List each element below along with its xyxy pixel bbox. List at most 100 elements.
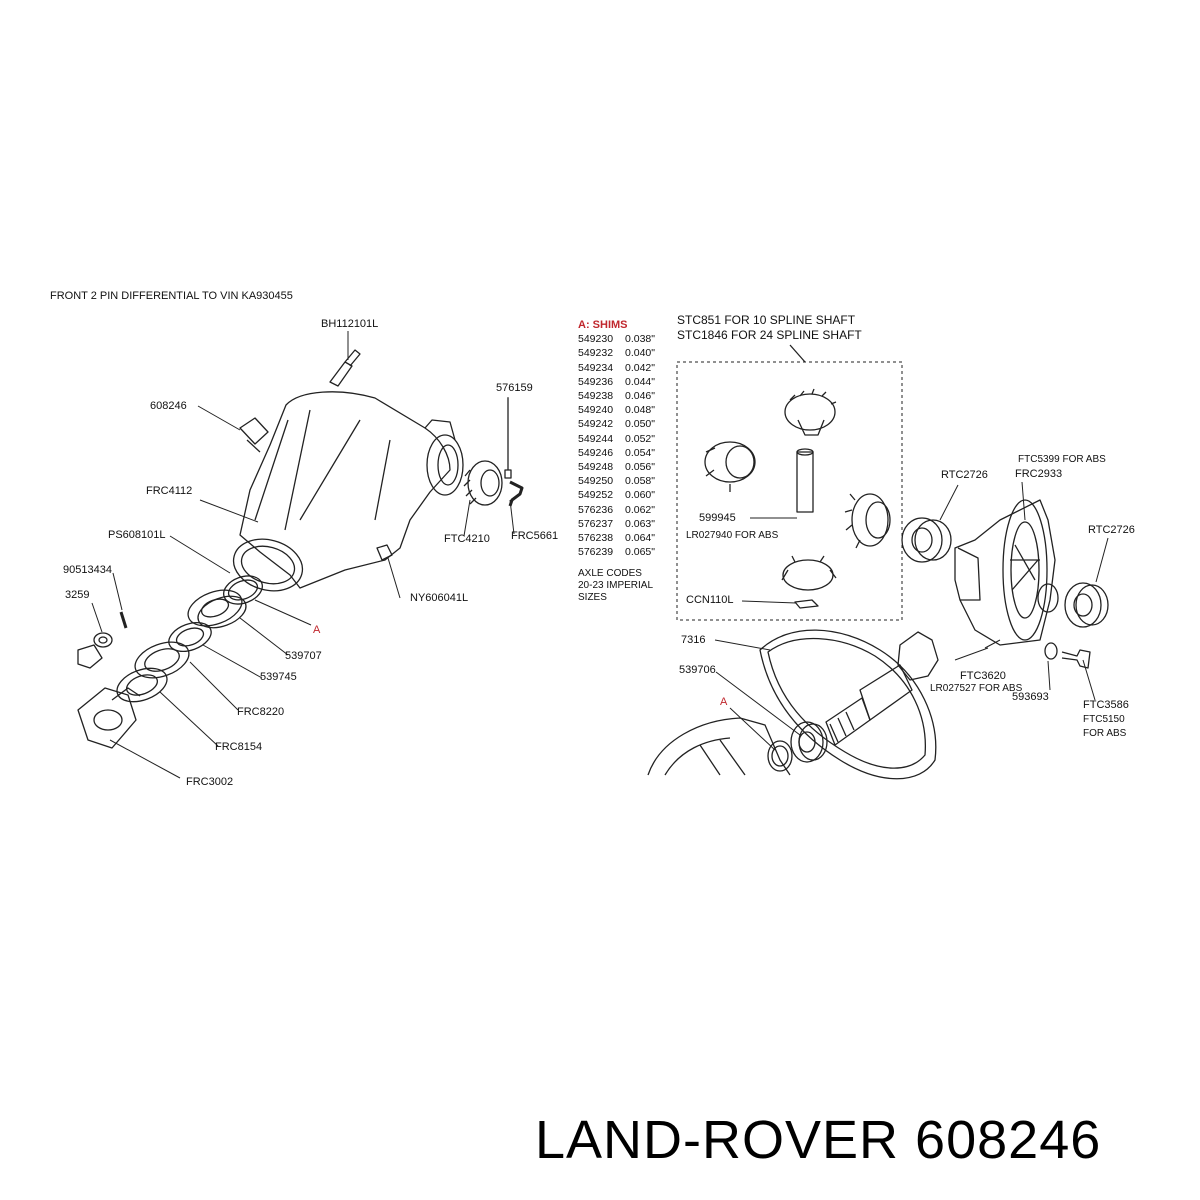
shim-code: 549242 — [578, 418, 614, 431]
part-label-7316: 7316 — [681, 634, 706, 646]
shim-size: 0.060" — [625, 489, 656, 502]
brand-caption: LAND-ROVER 608246 — [535, 1110, 1102, 1170]
crown-gear-small-drawing — [463, 460, 503, 506]
shim-size: 0.064" — [625, 532, 656, 545]
shim-row: 549230 0.038" — [578, 332, 655, 346]
shim-code: 549236 — [578, 375, 614, 388]
shim-row: 576238 0.064" — [578, 531, 655, 545]
shim-row: 549232 0.040" — [578, 346, 655, 360]
shim-size: 0.048" — [625, 404, 656, 417]
part-label-frc2933: FRC2933 — [1015, 468, 1063, 480]
shim-row: 576237 0.063" — [578, 517, 655, 531]
shim-row: 549246 0.054" — [578, 446, 655, 460]
spline-note-line: STC851 FOR 10 SPLINE SHAFT — [677, 313, 856, 327]
part-label-lr027940: LR027940 FOR ABS — [686, 530, 779, 541]
spline-shaft-note: STC851 FOR 10 SPLINE SHAFT STC1846 FOR 2… — [677, 313, 862, 343]
shim-row: 576239 0.065" — [578, 545, 655, 559]
part-label-599945: 599945 — [699, 512, 736, 524]
part-label-rtc2726-right: RTC2726 — [1088, 524, 1135, 536]
part-label-lr027527: LR027527 FOR ABS — [930, 683, 1023, 694]
part-label-ftc3620: FTC3620 — [960, 670, 1006, 682]
part-label-frc3002: FRC3002 — [186, 776, 234, 788]
shim-size: 0.062" — [625, 503, 656, 516]
part-label-539707: 539707 — [285, 650, 322, 662]
part-label-for-abs: FOR ABS — [1083, 728, 1127, 739]
part-label-ftc3586: FTC3586 — [1083, 699, 1129, 711]
part-label-593693: 593693 — [1012, 691, 1049, 703]
part-label-rtc2726-left: RTC2726 — [941, 469, 988, 481]
diagram-title: FRONT 2 PIN DIFFERENTIAL TO VIN KA930455 — [50, 290, 293, 302]
shim-row: 549242 0.050" — [578, 417, 655, 431]
shim-size: 0.063" — [625, 517, 656, 530]
crown-wheel-drawing — [954, 499, 1059, 646]
spider-gear-top-drawing — [784, 388, 837, 436]
shims-table: A: SHIMS 549230 0.038" 549232 0.040" 549234 0… — [578, 318, 655, 559]
part-label-ccn110l: CCN110L — [686, 594, 734, 606]
part-label-3259: 3259 — [65, 589, 90, 601]
part-label-608246: 608246 — [150, 400, 187, 412]
part-label-frc8220: FRC8220 — [237, 706, 285, 718]
axle-codes-note: AXLE CODES 20-23 IMPERIAL SIZES — [578, 568, 653, 604]
shim-marker-a: A — [313, 624, 321, 636]
shim-code: 549250 — [578, 475, 614, 488]
part-label-539745: 539745 — [260, 671, 297, 683]
axle-note-line: SIZES — [578, 592, 607, 603]
axle-note-line: AXLE CODES — [578, 568, 642, 579]
shim-size: 0.040" — [625, 347, 656, 360]
shim-code: 549232 — [578, 347, 614, 360]
spider-gear-bottom-drawing — [781, 555, 837, 591]
shim-size: 0.052" — [625, 432, 656, 445]
shim-size: 0.046" — [625, 390, 656, 403]
part-label-ftc5399: FTC5399 FOR ABS — [1018, 454, 1106, 465]
shim-code: 549238 — [578, 390, 614, 403]
shim-row: 549240 0.048" — [578, 403, 655, 417]
shim-size: 0.056" — [625, 461, 656, 474]
shim-code: 549252 — [578, 489, 614, 502]
part-label-539706: 539706 — [679, 664, 716, 676]
shim-size: 0.044" — [625, 375, 656, 388]
shim-row: 549238 0.046" — [578, 389, 655, 403]
part-label-ny606041l: NY606041L — [410, 592, 469, 604]
shim-row: 549244 0.052" — [578, 432, 655, 446]
part-label-bh112101l: BH112101L — [321, 318, 379, 330]
shim-size: 0.050" — [625, 418, 656, 431]
shim-size: 0.042" — [625, 361, 656, 374]
part-label-frc8154: FRC8154 — [215, 741, 263, 753]
shims-header: A: SHIMS — [578, 319, 628, 331]
pinion-drawing — [825, 631, 939, 746]
shim-code: 549230 — [578, 333, 614, 346]
shim-row: 576236 0.062" — [578, 503, 655, 517]
differential-housing-drawing — [232, 349, 464, 592]
shim-row: 549236 0.044" — [578, 375, 655, 389]
spline-note-line: STC1846 FOR 24 SPLINE SHAFT — [677, 328, 862, 342]
part-label-576159: 576159 — [496, 382, 533, 394]
shim-code: 576239 — [578, 546, 614, 559]
part-label-ftc4210: FTC4210 — [444, 533, 490, 545]
shim-code: 549248 — [578, 461, 614, 474]
shim-code: 576238 — [578, 532, 614, 545]
spider-gear-left-drawing — [704, 441, 756, 492]
shim-row: 549234 0.042" — [578, 361, 655, 375]
part-label-frc5661: FRC5661 — [511, 530, 559, 542]
part-label-ftc5150: FTC5150 — [1083, 714, 1125, 725]
shim-size: 0.058" — [625, 475, 656, 488]
shim-code: 549246 — [578, 446, 614, 459]
shim-code: 576237 — [578, 517, 614, 530]
shim-size: 0.065" — [625, 546, 656, 559]
axle-note-line: 20-23 IMPERIAL — [578, 580, 654, 591]
shim-code: 549244 — [578, 432, 614, 445]
shim-code: 576236 — [578, 503, 614, 516]
part-label-frc4112: FRC4112 — [146, 485, 193, 497]
shim-size: 0.054" — [625, 446, 656, 459]
shim-size: 0.038" — [625, 333, 656, 346]
gasket-drawing — [759, 629, 937, 780]
shim-code: 549234 — [578, 361, 614, 374]
part-label-90513434: 90513434 — [63, 564, 112, 576]
shim-code: 549240 — [578, 404, 614, 417]
shim-row: 549252 0.060" — [578, 488, 655, 502]
shim-row: 549250 0.058" — [578, 474, 655, 488]
shim-row: 549248 0.056" — [578, 460, 655, 474]
part-label-ps608101l: PS608101L — [108, 529, 166, 541]
